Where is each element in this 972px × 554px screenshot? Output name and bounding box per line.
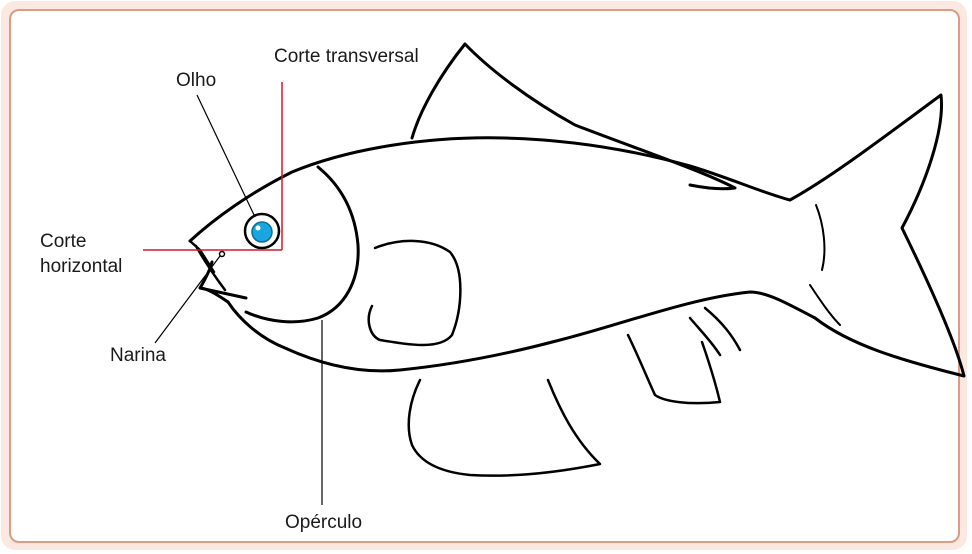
label-horizontal-section-line2: horizontal: [40, 256, 122, 277]
eye-leader: [197, 95, 255, 217]
label-operculum: Opérculo: [285, 512, 362, 533]
leader-lines: [155, 95, 322, 505]
fish-mouth-outline: [190, 241, 225, 290]
fish-outline: [190, 44, 964, 476]
fish-back-outline: [190, 95, 964, 376]
label-cross-section: Corte transversal: [274, 46, 419, 67]
anal-fin-outline: [628, 335, 720, 403]
fish-jaw-outline: [200, 262, 246, 302]
pectoral-fin-outline: [369, 241, 461, 345]
label-horizontal-section-line1: Corte: [40, 231, 86, 252]
nostril-mark: [220, 252, 225, 257]
dorsal-fin-outline: [412, 44, 735, 189]
eye: [245, 214, 279, 248]
eye-pupil: [252, 222, 272, 242]
label-nostril: Narina: [110, 345, 166, 366]
pelvic-fin-outline: [409, 380, 600, 476]
anal-fin-rear-outline: [690, 308, 740, 355]
tail-base-detail: [810, 205, 840, 325]
nostril-leader: [155, 256, 220, 343]
label-eye: Olho: [176, 70, 216, 91]
eye-highlight: [256, 226, 261, 231]
